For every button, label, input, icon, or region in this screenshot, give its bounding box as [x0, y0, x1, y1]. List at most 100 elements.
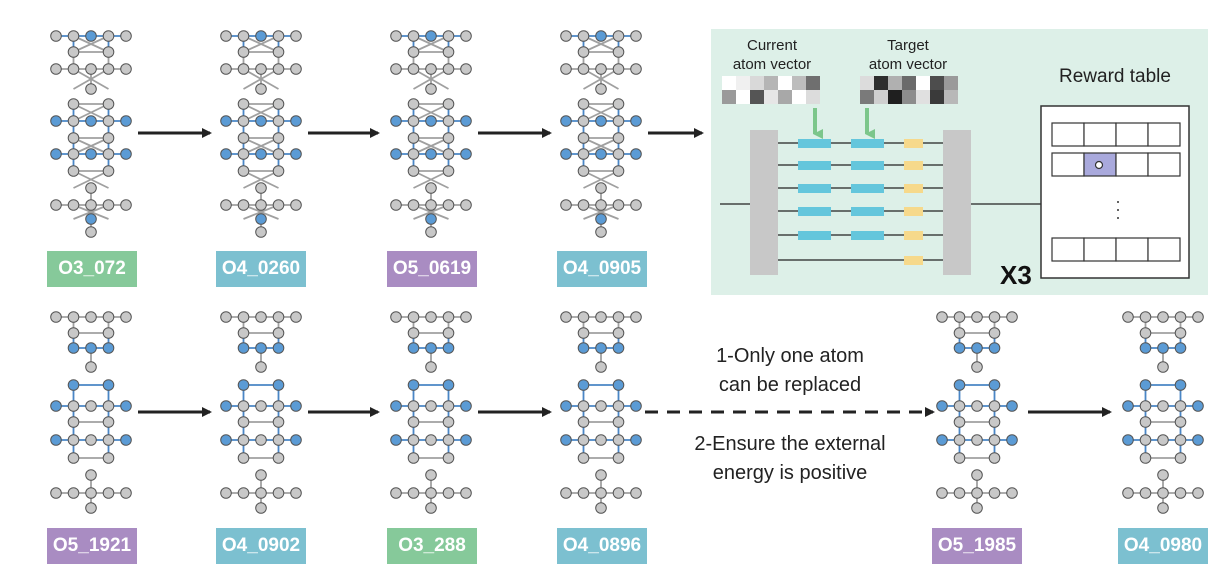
atom: [595, 115, 607, 127]
atom: [1139, 379, 1152, 391]
atom: [390, 30, 402, 42]
atom: [220, 487, 232, 499]
atom: [220, 30, 232, 42]
atom: [442, 311, 455, 323]
structure-label-o5-1985: O5_1985: [932, 528, 1022, 564]
atom: [1006, 400, 1018, 412]
atom: [612, 487, 625, 499]
atom: [612, 46, 625, 58]
atom: [936, 487, 948, 499]
atom: [1174, 487, 1187, 499]
bond: [73, 204, 109, 220]
target-vector-label-line1: Target: [887, 37, 930, 54]
atom: [595, 213, 607, 225]
atom: [953, 379, 966, 391]
atom: [953, 487, 966, 499]
atom: [67, 434, 80, 446]
atom: [120, 148, 132, 160]
atom: [1157, 400, 1169, 412]
reward-table: [1040, 105, 1190, 279]
atom: [577, 132, 590, 144]
bond: [243, 35, 279, 53]
atom: [272, 400, 285, 412]
atom: [953, 400, 966, 412]
atom: [272, 379, 285, 391]
embedding-block: [851, 161, 884, 170]
atom: [425, 63, 437, 75]
atom: [595, 199, 607, 211]
reward-cell: [1147, 237, 1181, 262]
atom: [102, 98, 115, 110]
atom: [560, 487, 572, 499]
bond: [243, 68, 279, 90]
bond: [583, 68, 619, 90]
atom: [237, 199, 250, 211]
atom: [102, 46, 115, 58]
atom: [255, 213, 267, 225]
bond: [583, 103, 619, 122]
atom: [50, 115, 62, 127]
atom: [407, 452, 420, 464]
atom: [50, 311, 62, 323]
atom: [1122, 400, 1134, 412]
atom: [67, 30, 80, 42]
atom: [272, 452, 285, 464]
atom: [272, 342, 285, 354]
bond: [243, 170, 279, 189]
atom: [290, 434, 302, 446]
atom: [577, 487, 590, 499]
atom: [255, 63, 267, 75]
atom: [595, 400, 607, 412]
atom: [407, 30, 420, 42]
atom: [272, 434, 285, 446]
atom: [67, 342, 80, 354]
vector-cell: [764, 90, 778, 104]
atom: [272, 165, 285, 177]
atom: [936, 311, 948, 323]
atom: [953, 342, 966, 354]
bond: [243, 137, 279, 155]
reward-cell: [1083, 122, 1117, 147]
atom: [612, 434, 625, 446]
atom: [425, 148, 437, 160]
atom: [442, 46, 455, 58]
atom: [85, 361, 97, 373]
atom: [102, 63, 115, 75]
molecule-structure: [220, 30, 302, 238]
atom: [102, 115, 115, 127]
atom: [953, 452, 966, 464]
atom: [102, 311, 115, 323]
atom: [442, 199, 455, 211]
output-block: [904, 207, 923, 216]
atom: [577, 63, 590, 75]
atom: [50, 30, 62, 42]
vector-cell: [736, 90, 750, 104]
atom: [577, 98, 590, 110]
atom: [442, 148, 455, 160]
atom: [85, 115, 97, 127]
atom: [255, 311, 267, 323]
atom: [953, 327, 966, 339]
atom: [67, 132, 80, 144]
structure-label-o4-0980: O4_0980: [1118, 528, 1208, 564]
atom: [560, 148, 572, 160]
output-block: [904, 139, 923, 148]
atom: [407, 148, 420, 160]
atom: [255, 361, 267, 373]
vector-cell: [722, 90, 736, 104]
bond: [583, 35, 619, 53]
constraint-line: 1-Only one atom: [716, 345, 864, 367]
atom: [272, 199, 285, 211]
atom: [290, 115, 302, 127]
vector-cell: [888, 90, 902, 104]
atom: [988, 400, 1001, 412]
atom: [442, 327, 455, 339]
atom: [1174, 311, 1187, 323]
vector-cell: [916, 90, 930, 104]
output-block: [904, 161, 923, 170]
vector-cell: [750, 90, 764, 104]
atom: [953, 416, 966, 428]
atom: [255, 502, 267, 514]
atom: [425, 469, 437, 481]
atom: [971, 434, 983, 446]
